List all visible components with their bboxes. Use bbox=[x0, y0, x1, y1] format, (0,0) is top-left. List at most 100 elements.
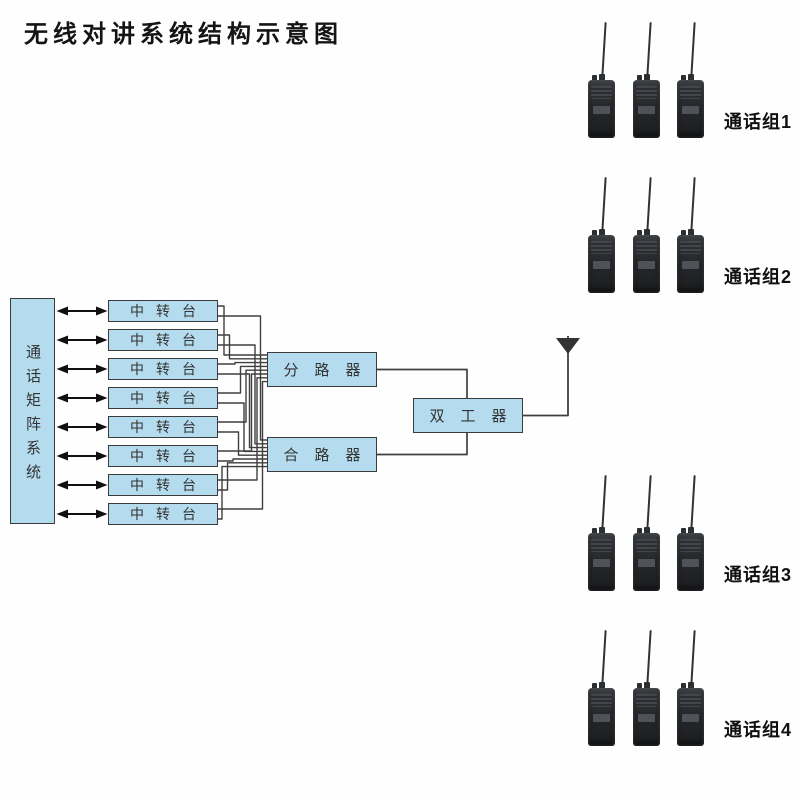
radio-knob bbox=[643, 527, 650, 534]
radio-speaker bbox=[680, 694, 701, 707]
radio-knob bbox=[681, 683, 686, 689]
talk-group-1: 通话组1 bbox=[588, 20, 800, 142]
arrowhead-left-icon bbox=[56, 480, 68, 490]
repeater-box-2: 中转台 bbox=[108, 329, 218, 351]
walkie-talkie-icon bbox=[677, 20, 704, 140]
wire bbox=[218, 377, 267, 481]
walkie-talkie-icon bbox=[632, 628, 660, 748]
radio-speaker bbox=[680, 241, 701, 254]
radio-speaker bbox=[635, 86, 657, 99]
arrowhead-left-icon bbox=[56, 364, 68, 374]
talk-group-2: 通话组2 bbox=[588, 175, 800, 297]
radio-body bbox=[677, 533, 704, 591]
wire bbox=[218, 458, 267, 462]
arrowhead-left-icon bbox=[56, 451, 68, 461]
radio-body bbox=[632, 80, 660, 138]
radio-body bbox=[588, 80, 615, 138]
wire bbox=[218, 465, 267, 520]
radio-display bbox=[593, 261, 610, 269]
talk-group-1-label: 通话组1 bbox=[724, 112, 793, 132]
repeater-box-6: 中转台 bbox=[108, 445, 218, 467]
wire bbox=[218, 369, 267, 423]
radio-knob bbox=[681, 230, 686, 236]
repeater-box-7: 中转台 bbox=[108, 474, 218, 496]
radio-knob bbox=[599, 682, 605, 689]
arrowhead-right-icon bbox=[96, 451, 108, 461]
walkie-talkie-icon bbox=[632, 175, 660, 295]
radio-knob bbox=[681, 75, 686, 81]
combiner-label: 合路器 bbox=[283, 447, 377, 464]
radio-display bbox=[682, 714, 699, 722]
duplexer-label: 双工器 bbox=[429, 408, 523, 425]
arrowhead-left-icon bbox=[56, 335, 68, 345]
talk-group-4-label: 通话组4 bbox=[724, 720, 793, 740]
radio-knob bbox=[688, 74, 694, 81]
radio-display bbox=[637, 559, 655, 567]
radio-display bbox=[637, 261, 655, 269]
radio-knob bbox=[592, 75, 597, 81]
page-title: 无线对讲系统结构示意图 bbox=[24, 21, 343, 48]
radio-knob bbox=[592, 528, 597, 534]
radio-body bbox=[677, 235, 704, 293]
repeater-label: 中转台 bbox=[130, 390, 208, 406]
arrowhead-left-icon bbox=[56, 393, 68, 403]
repeater-box-1: 中转台 bbox=[108, 300, 218, 322]
radio-display bbox=[682, 559, 699, 567]
walkie-talkie-icon bbox=[632, 473, 660, 593]
repeater-label: 中转台 bbox=[130, 332, 208, 348]
wire bbox=[218, 402, 267, 453]
arrowhead-right-icon bbox=[96, 480, 108, 490]
radio-display bbox=[593, 559, 610, 567]
repeater-label: 中转台 bbox=[130, 419, 208, 435]
radio-body bbox=[588, 688, 615, 746]
wire bbox=[218, 462, 267, 491]
radio-knob bbox=[643, 229, 650, 236]
repeater-label: 中转台 bbox=[130, 506, 208, 522]
radio-knob bbox=[599, 527, 605, 534]
repeater-label: 中转台 bbox=[130, 361, 208, 377]
wire bbox=[218, 344, 267, 445]
splitter-box: 分路器 bbox=[267, 352, 377, 387]
radio-knob bbox=[681, 528, 686, 534]
arrowhead-right-icon bbox=[96, 335, 108, 345]
radio-display bbox=[637, 106, 655, 114]
walkie-talkie-icon bbox=[677, 473, 704, 593]
radio-speaker bbox=[635, 539, 657, 552]
wire bbox=[218, 305, 267, 356]
walkie-talkie-icon bbox=[677, 175, 704, 295]
radio-speaker bbox=[635, 241, 657, 254]
wire bbox=[218, 373, 267, 452]
radio-speaker bbox=[591, 694, 612, 707]
antenna-icon bbox=[556, 338, 580, 354]
repeater-box-4: 中转台 bbox=[108, 387, 218, 409]
matrix-system-label: 通话矩阵系统 bbox=[24, 343, 41, 488]
wire bbox=[523, 336, 569, 417]
radio-body bbox=[677, 80, 704, 138]
radio-speaker bbox=[591, 539, 612, 552]
radio-speaker bbox=[635, 694, 657, 707]
duplexer-box: 双工器 bbox=[413, 398, 523, 433]
talk-group-4: 通话组4 bbox=[588, 628, 800, 750]
radio-body bbox=[632, 688, 660, 746]
radio-body bbox=[588, 235, 615, 293]
radio-knob bbox=[599, 74, 605, 81]
wire bbox=[218, 380, 267, 510]
arrowhead-left-icon bbox=[56, 306, 68, 316]
talk-group-2-label: 通话组2 bbox=[724, 267, 793, 287]
repeater-box-5: 中转台 bbox=[108, 416, 218, 438]
arrowhead-left-icon bbox=[56, 422, 68, 432]
repeater-label: 中转台 bbox=[130, 448, 208, 464]
wire bbox=[218, 334, 267, 360]
radio-speaker bbox=[680, 539, 701, 552]
arrowhead-right-icon bbox=[96, 364, 108, 374]
matrix-system-box: 通话矩阵系统 bbox=[10, 298, 55, 524]
wire bbox=[218, 373, 267, 449]
radio-knob bbox=[599, 229, 605, 236]
radio-knob bbox=[643, 74, 650, 81]
radio-display bbox=[682, 106, 699, 114]
talk-group-3-label: 通话组3 bbox=[724, 565, 793, 585]
walkie-talkie-icon bbox=[588, 20, 615, 140]
walkie-talkie-icon bbox=[588, 628, 615, 748]
arrowhead-right-icon bbox=[96, 306, 108, 316]
